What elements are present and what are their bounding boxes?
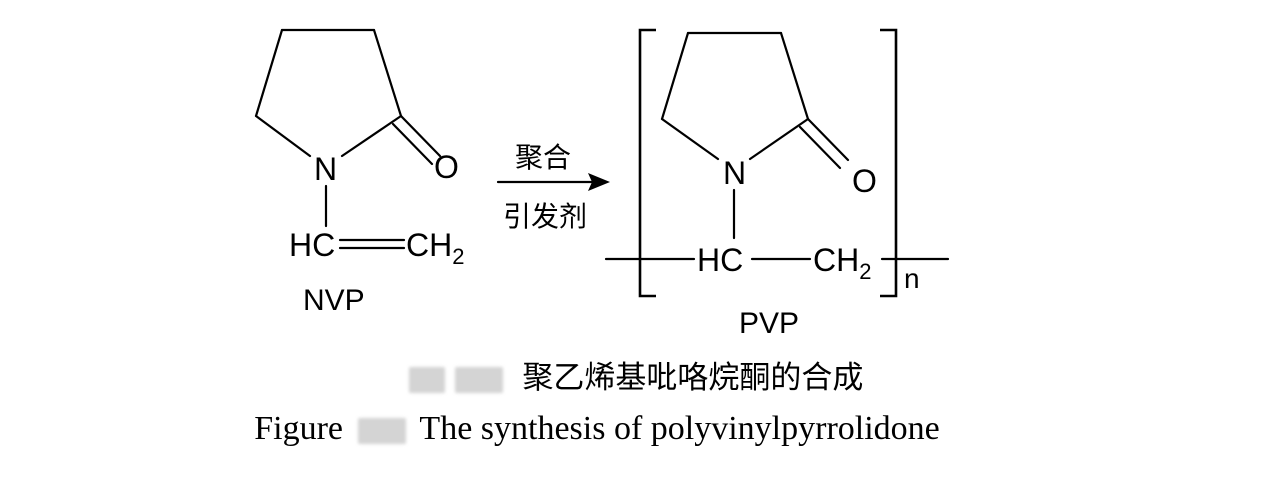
pvp-label: PVP xyxy=(739,307,799,340)
nvp-vinyl-ch: HC xyxy=(289,227,335,263)
nvp-carbonyl-bond-2 xyxy=(391,122,434,166)
nvp-ring-bond-left-lower xyxy=(254,114,312,158)
nvp-ring-bond-right-lower xyxy=(340,114,403,158)
left-bracket xyxy=(638,28,656,298)
nvp-carbonyl-bond-1 xyxy=(399,114,442,158)
pvp-ring-bond-right-lower xyxy=(748,117,810,161)
nvp-ring-bond-left-upper xyxy=(254,28,284,118)
nvp-oxygen-atom: O xyxy=(434,149,459,185)
arrow-head xyxy=(588,173,610,191)
pvp-carbonyl-bond-1 xyxy=(806,117,850,162)
condition-above-arrow: 聚合 xyxy=(515,141,571,174)
redacted-figure-number-en xyxy=(357,418,406,445)
pvp-carbonyl-bond-2 xyxy=(798,125,842,170)
pvp-backbone-ch: HC xyxy=(697,242,743,278)
nvp-ring-bond-right-upper xyxy=(372,28,403,118)
pvp-backbone-ch2: CH2 xyxy=(813,242,871,284)
caption-cn-text: 聚乙烯基吡咯烷酮的合成 xyxy=(522,360,864,396)
pvp-ring-bond-right-upper xyxy=(779,31,810,121)
nvp-nitrogen-atom: N xyxy=(314,151,337,187)
right-bracket xyxy=(880,28,898,298)
redacted-figure-number-cn-1 xyxy=(408,366,445,393)
caption-en-prefix: Figure xyxy=(254,410,344,447)
nvp-vinyl-ch2: CH2 xyxy=(406,227,464,269)
pvp-ring-bond-left-lower xyxy=(660,117,720,161)
condition-below-arrow: 引发剂 xyxy=(503,200,587,233)
figure-caption-english: Figure The synthesis of polyvinylpyrroli… xyxy=(0,410,1194,448)
pvp-ring-bond-left-upper xyxy=(660,31,690,121)
pvp-nitrogen-atom: N xyxy=(723,155,746,191)
figure-caption-chinese: 聚乙烯基吡咯烷酮的合成 xyxy=(0,352,1272,397)
pvp-molecule: O N HC CH2 n PVP xyxy=(604,28,950,340)
nvp-label: NVP xyxy=(303,284,365,317)
nvp-molecule: O N HC CH2 NVP xyxy=(254,28,464,317)
reaction-scheme: O N HC CH2 NVP 聚合 引发剂 O N xyxy=(254,28,950,340)
redacted-figure-number-cn-2 xyxy=(454,366,503,393)
caption-en-text: The synthesis of polyvinylpyrrolidone xyxy=(419,410,940,447)
repeat-subscript-n: n xyxy=(904,263,920,294)
pvp-oxygen-atom: O xyxy=(852,163,877,199)
reaction-arrow: 聚合 引发剂 xyxy=(496,141,610,233)
